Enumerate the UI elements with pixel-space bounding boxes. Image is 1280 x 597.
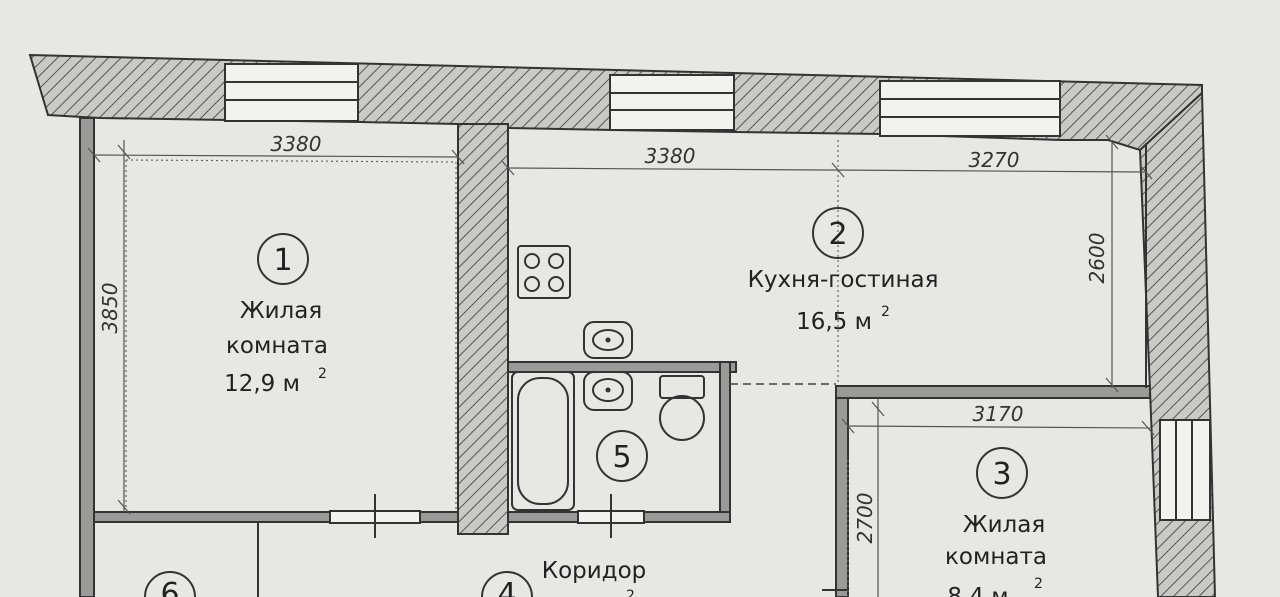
svg-text:2: 2	[828, 217, 847, 252]
room-3-name-line2: комната	[945, 544, 1047, 570]
kitchen-sink-icon	[583, 321, 633, 359]
stove-icon	[517, 245, 571, 299]
interior-wall-vertical	[457, 123, 509, 535]
door-bathroom	[577, 494, 645, 538]
svg-text:6: 6	[160, 577, 179, 597]
window-room3	[1159, 419, 1211, 521]
room-3-name-line1: Жилая	[963, 512, 1045, 538]
svg-text:4: 4	[497, 577, 516, 597]
wall-bath-top	[507, 361, 737, 373]
fixtures	[511, 245, 705, 511]
room-3-area: 8,4 м	[947, 584, 1008, 597]
room-2-area-sup: 2	[881, 304, 890, 320]
svg-text:3: 3	[992, 457, 1011, 492]
windows	[224, 63, 1211, 521]
room-markers: 1 2 3 4 5 6	[144, 207, 1028, 597]
room-3-area-sup: 2	[1034, 576, 1043, 592]
room-5-marker: 5	[596, 430, 648, 482]
room-4-name: Коридор	[542, 558, 647, 584]
room-3-marker: 3	[976, 447, 1028, 499]
wall-bath-right	[719, 361, 731, 521]
dim-room3-height: 2700	[853, 493, 877, 544]
room-2-marker: 2	[812, 207, 864, 259]
wall-room3-left	[835, 397, 849, 597]
dim-room1-height: 3850	[98, 283, 122, 334]
dim-room2-width-left: 3380	[645, 144, 696, 168]
wall-room1-bottom	[93, 511, 459, 523]
toilet-icon	[659, 375, 705, 441]
dimension-lines	[87, 134, 1155, 597]
window-kitchen	[609, 74, 735, 131]
dim-room1-width: 3380	[271, 132, 322, 156]
dim-room2-width-right: 3270	[969, 148, 1020, 172]
dim-room3-width: 3170	[973, 402, 1024, 426]
washbasin-icon	[583, 371, 633, 411]
room-2-area: 16,5 м	[796, 309, 872, 335]
svg-text:5: 5	[612, 440, 631, 475]
door-room1	[329, 494, 421, 538]
room-1-marker: 1	[257, 233, 309, 285]
left-wall	[79, 117, 95, 597]
svg-text:1: 1	[273, 243, 292, 278]
room-1-area-sup: 2	[318, 366, 327, 382]
window-living	[879, 80, 1061, 137]
room-6-marker: 6	[144, 571, 196, 597]
dim-room2-height: 2600	[1085, 233, 1109, 284]
wall-room3-top	[835, 385, 1151, 399]
room-2-name: Кухня-гостиная	[748, 267, 939, 293]
room-1-name-line1: Жилая	[240, 298, 322, 324]
room-labels: Жилая комната 12,9 м 2 Кухня-гостиная 16…	[224, 267, 1047, 597]
room-1-area: 12,9 м	[224, 371, 300, 397]
room-4-marker: 4	[481, 571, 533, 597]
right-outer-wall	[1138, 90, 1217, 597]
bathtub-icon	[511, 371, 575, 511]
dimension-labels: 3380 3850 3380 3270 2600 3170 2700	[98, 132, 1109, 543]
window-room1	[224, 63, 359, 122]
doors	[329, 494, 848, 591]
room-4-area-sup: 2	[626, 588, 635, 597]
room-1-name-line2: комната	[226, 333, 328, 359]
